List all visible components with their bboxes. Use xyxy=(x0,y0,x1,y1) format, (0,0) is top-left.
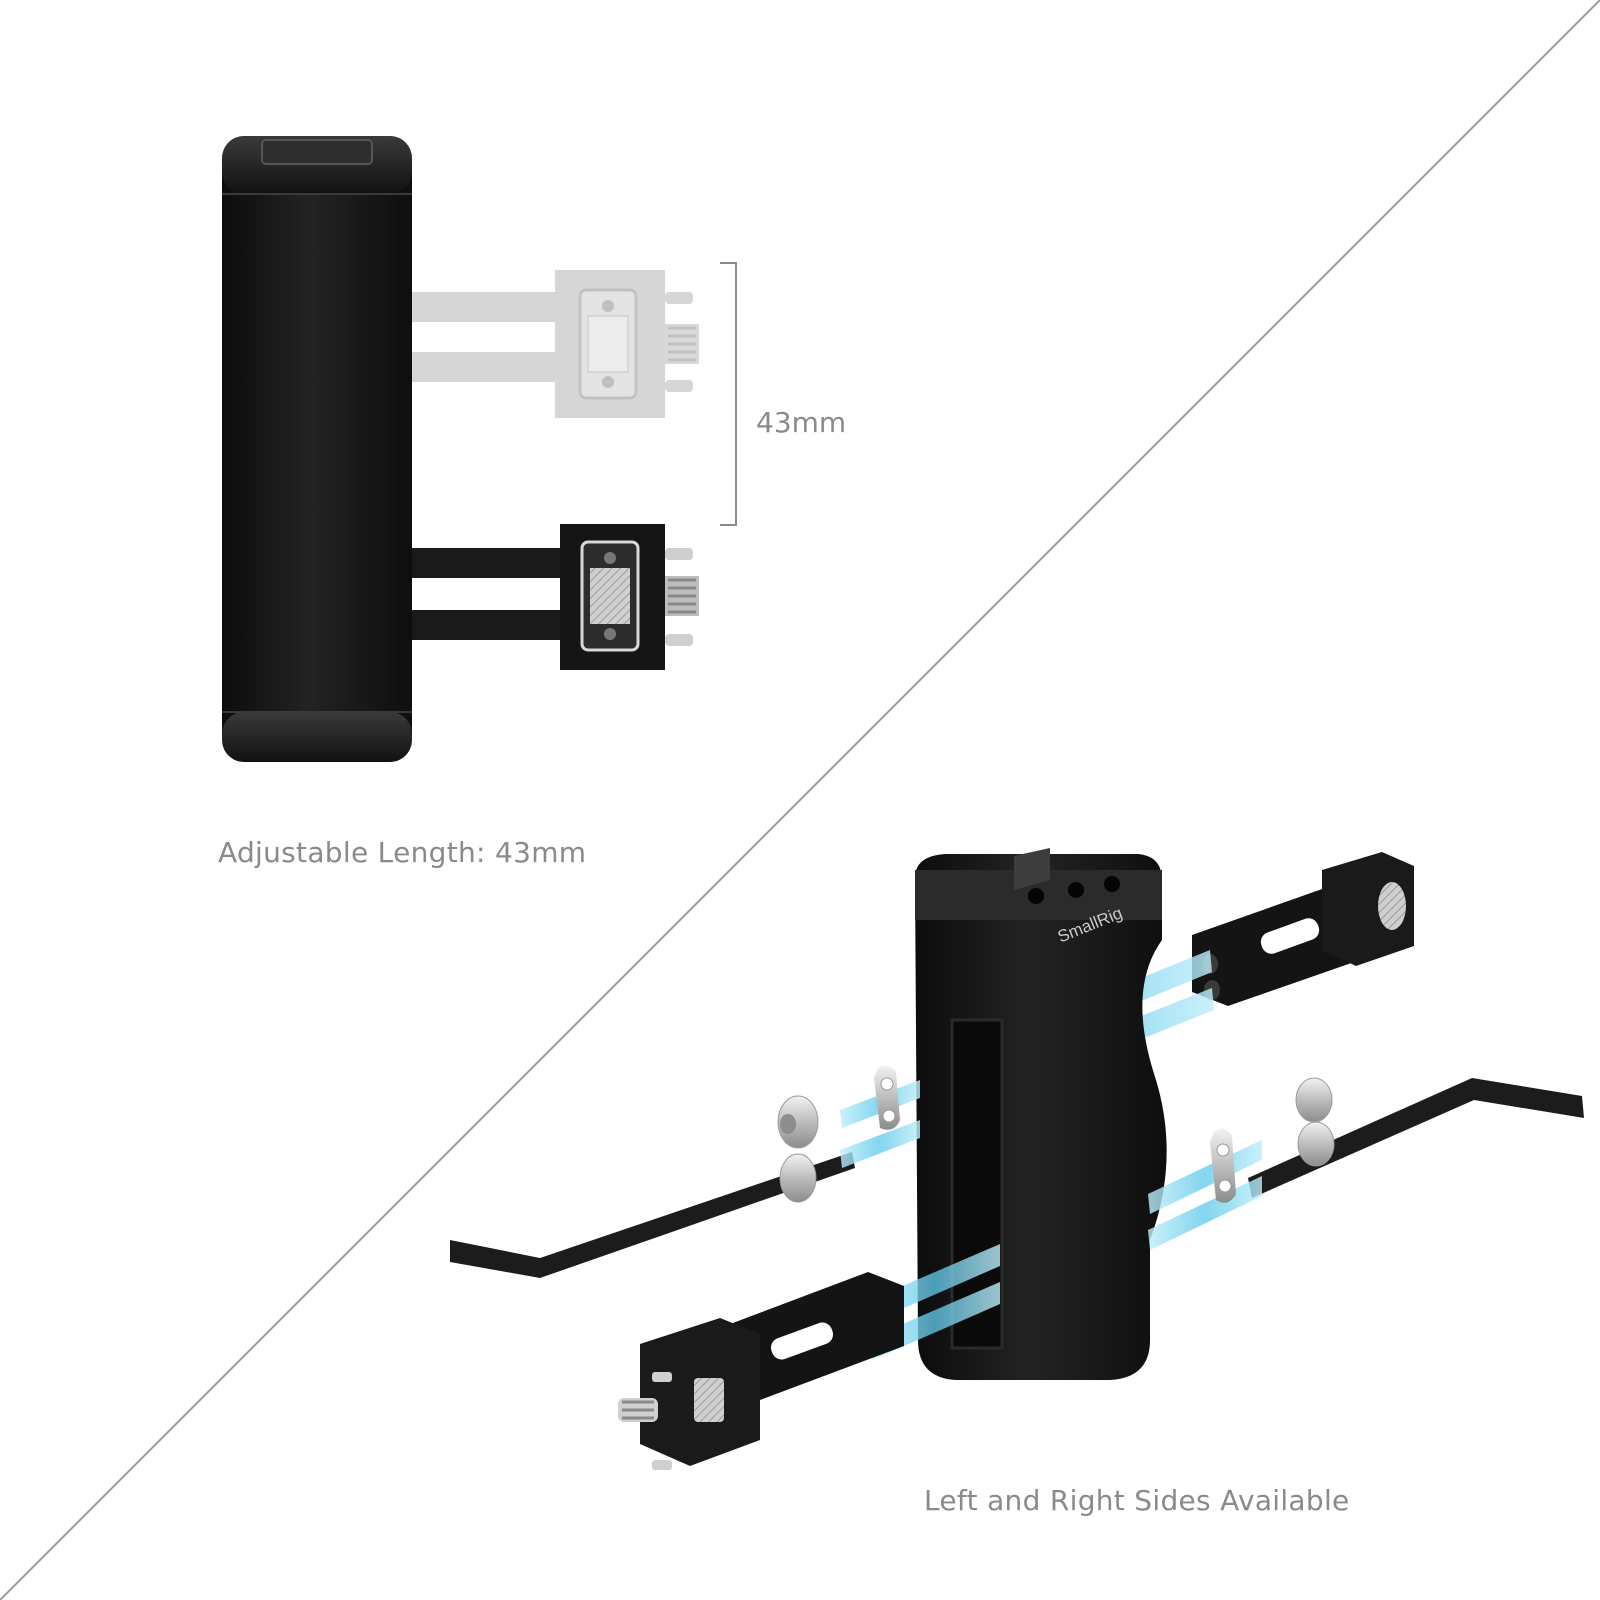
handle-body xyxy=(222,136,412,762)
dimension-label: 43mm xyxy=(756,406,847,439)
caption-sides-available: Left and Right Sides Available xyxy=(924,1484,1350,1517)
handle-side-view xyxy=(222,136,737,762)
handle-bottom-cap xyxy=(222,712,412,762)
mount-right-upper xyxy=(1192,852,1414,1006)
screws-right xyxy=(1210,1077,1335,1203)
dimension-bracket xyxy=(720,262,737,526)
hex-key-left xyxy=(450,1152,855,1278)
mount-lower xyxy=(410,524,699,670)
caption-adjustable-length: Adjustable Length: 43mm xyxy=(218,836,587,869)
mount-left-lower xyxy=(618,1272,904,1470)
screws-left xyxy=(777,1065,900,1203)
exploded-view: SmallRig xyxy=(450,848,1584,1470)
handle-3d: SmallRig xyxy=(915,848,1167,1380)
ghost-mount-upper xyxy=(410,270,699,418)
